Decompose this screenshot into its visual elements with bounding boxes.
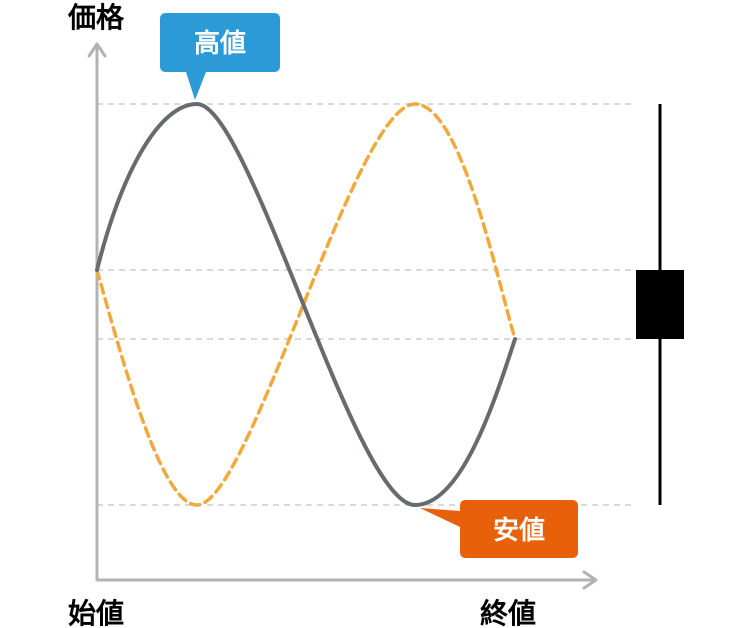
x-start-label: 始値 <box>68 597 124 628</box>
low-callout-bubble <box>420 500 578 558</box>
candlestick <box>636 104 684 505</box>
y-axis-arrowhead <box>87 42 107 58</box>
low-callout: 安値 <box>420 500 578 558</box>
x-end-label: 終値 <box>480 597 536 628</box>
candlestick-body <box>636 270 684 339</box>
dashed-price-path <box>95 102 517 507</box>
x-axis-arrowhead <box>582 570 598 590</box>
high-callout-bubble <box>160 13 280 100</box>
low-callout-label: 安値 <box>493 516 545 546</box>
solid-price-path <box>95 101 517 508</box>
high-callout: 高値 <box>160 13 280 100</box>
high-callout-label: 高値 <box>194 28 246 59</box>
axes <box>87 42 598 590</box>
y-axis-label: 価格 <box>67 1 125 34</box>
